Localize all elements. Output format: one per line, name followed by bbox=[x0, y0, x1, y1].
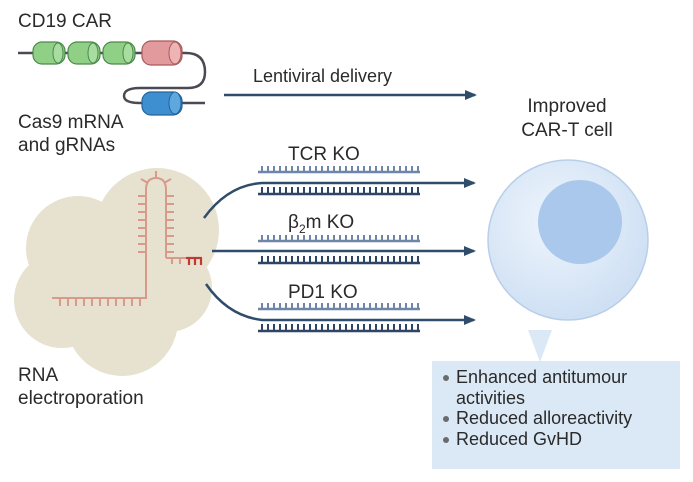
cell-nucleus bbox=[538, 180, 622, 264]
green-domain bbox=[67, 41, 101, 65]
pd1-ko-label: PD1 KO bbox=[288, 282, 358, 303]
dna-b2m bbox=[258, 235, 420, 265]
benefit-item: Reduced alloreactivity bbox=[442, 408, 680, 429]
cas9-label-line2: and gRNAs bbox=[18, 135, 115, 156]
dna-tcr bbox=[258, 166, 420, 196]
pd1-ko-arrow bbox=[204, 283, 476, 325]
callout-pointer bbox=[528, 330, 552, 362]
cd19-car-construct bbox=[18, 40, 207, 116]
green-domain bbox=[32, 41, 66, 65]
benefit-item: Reduced GvHD bbox=[442, 429, 680, 450]
improved-label-line2: CAR-T cell bbox=[521, 120, 613, 141]
construct-label: CD19 CAR bbox=[18, 11, 112, 32]
benefits-list: Enhanced antitumour activities Reduced a… bbox=[442, 367, 680, 449]
lentiviral-label: Lentiviral delivery bbox=[253, 66, 392, 86]
b2m-ko-label: β2m KO bbox=[288, 212, 354, 236]
improved-label-line1: Improved bbox=[527, 96, 606, 117]
electroporation-label-line1: RNA bbox=[18, 365, 58, 386]
benefit-item: Enhanced antitumour bbox=[442, 367, 680, 388]
car-t-cell bbox=[487, 159, 649, 362]
tcr-ko-arrow bbox=[202, 178, 476, 219]
benefits-callout: Enhanced antitumour activities Reduced a… bbox=[432, 361, 680, 469]
electroporation-label-line2: electroporation bbox=[18, 388, 144, 409]
benefit-item-continued: activities bbox=[456, 387, 526, 408]
dna-pd1 bbox=[258, 303, 420, 333]
tcr-ko-label: TCR KO bbox=[288, 144, 360, 165]
green-domain bbox=[102, 41, 136, 65]
red-domain bbox=[141, 40, 183, 66]
pam-site bbox=[186, 256, 203, 265]
blue-domain bbox=[141, 91, 183, 116]
cas9-label-line1: Cas9 mRNA bbox=[18, 112, 124, 133]
cas9-rnp-blob bbox=[14, 168, 219, 376]
